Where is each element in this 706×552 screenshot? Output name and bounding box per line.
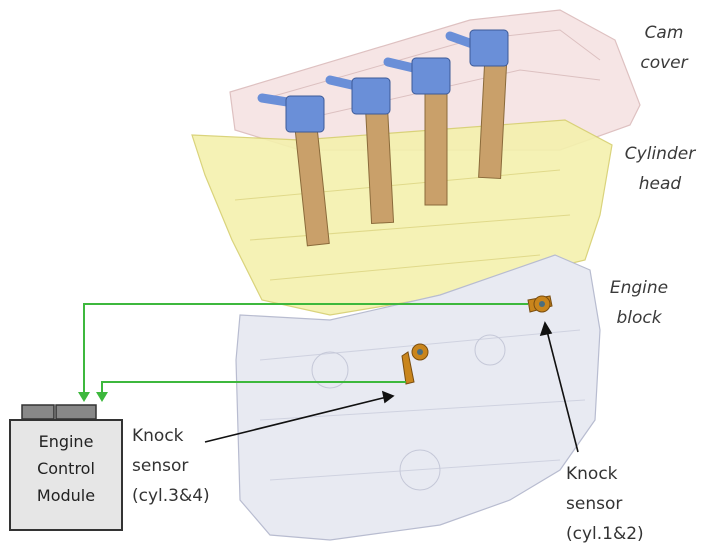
engine-block (235, 254, 601, 541)
wire-cyl12-arrowhead (78, 392, 90, 402)
knock-sensor-cyl12 (527, 295, 553, 313)
cam-cover-label: Cam cover (640, 23, 688, 73)
ecm-connector-right (55, 404, 97, 420)
arrow-knock-right (546, 330, 579, 453)
wire-cyl34 (101, 381, 406, 392)
ecm-box (9, 419, 123, 531)
ignition-coil-3 (383, 57, 451, 206)
engine-control-module (9, 404, 123, 531)
ignition-coil-1 (257, 93, 330, 247)
cylinder-head-label: Cylinder head (624, 144, 696, 194)
knock-sensor-cyl34-label: Knock sensor (cyl.3&4) (132, 426, 210, 506)
engine-block-label: Engine block (609, 278, 669, 328)
ecm-label: Engine Control Module (36, 432, 96, 505)
ecm-connector-left (21, 404, 55, 420)
wire-cyl12 (83, 303, 528, 392)
knock-sensor-cyl34 (401, 343, 429, 385)
arrow-knock-left (204, 396, 388, 443)
wire-cyl34-arrowhead (96, 392, 108, 402)
signal-wires (83, 303, 528, 392)
leader-arrows (204, 321, 579, 453)
ignition-coil-2 (325, 75, 395, 225)
ignition-coil-4 (445, 29, 509, 180)
knock-sensor-cyl12-label: Knock sensor (cyl.1&2) (566, 464, 644, 544)
